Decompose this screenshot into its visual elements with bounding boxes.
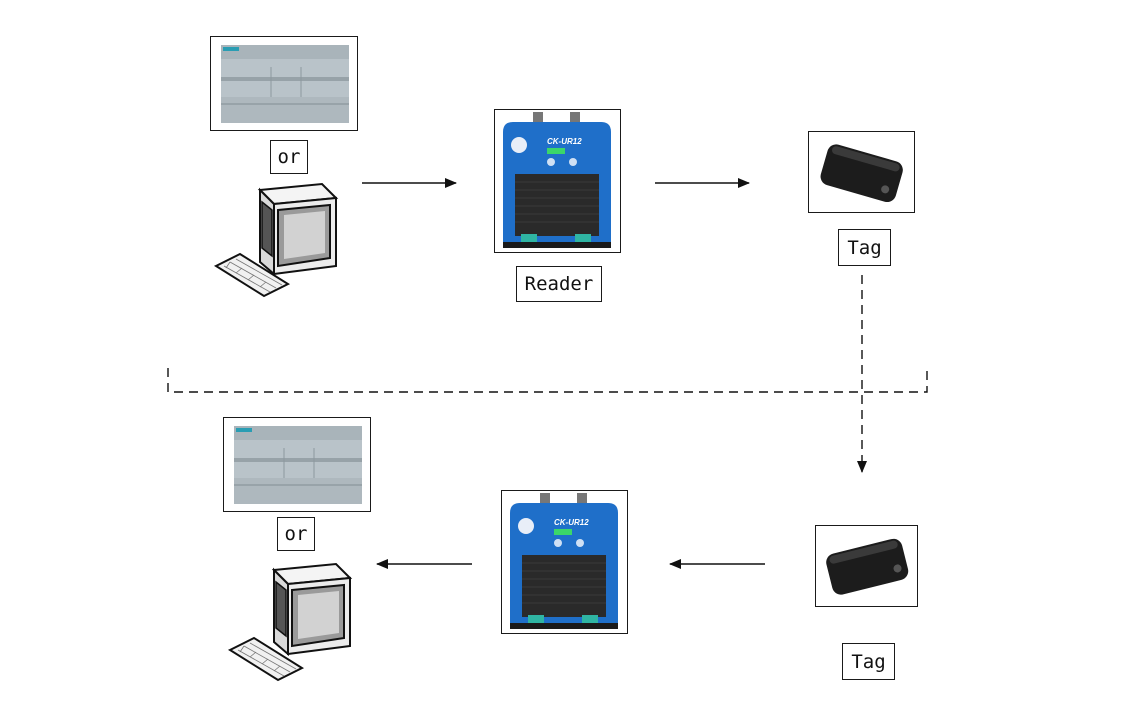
or-text: or <box>277 146 301 168</box>
reader-text: Reader <box>524 273 594 295</box>
tag-label-top: Tag <box>838 229 891 266</box>
tag-device-icon <box>820 144 903 203</box>
reader-device-icon: CK-UR12 <box>510 493 618 629</box>
dashed-boundary-line <box>167 368 928 393</box>
or-label-top: or <box>270 140 308 174</box>
tag-image-top <box>808 131 915 213</box>
tag-device-icon <box>826 538 909 595</box>
or-text: or <box>284 523 308 545</box>
plc-icon <box>234 426 362 504</box>
computer-icon-top <box>213 182 339 298</box>
tag-text: Tag <box>851 650 886 673</box>
reader-model-text: CK-UR12 <box>554 518 589 527</box>
reader-model-text: CK-UR12 <box>547 137 582 146</box>
or-label-bottom: or <box>277 517 315 551</box>
reader-image-bottom: CK-UR12 <box>501 490 628 634</box>
reader-device-icon: CK-UR12 <box>503 112 611 248</box>
tag-text: Tag <box>847 236 882 259</box>
computer-icon-bottom <box>227 562 353 682</box>
tag-image-bottom <box>815 525 918 607</box>
reader-image-top: CK-UR12 <box>494 109 621 253</box>
plc-icon <box>221 45 349 123</box>
plc-image-top <box>210 36 358 131</box>
tag-label-bottom: Tag <box>842 643 895 680</box>
reader-label: Reader <box>516 266 602 302</box>
plc-image-bottom <box>223 417 371 512</box>
